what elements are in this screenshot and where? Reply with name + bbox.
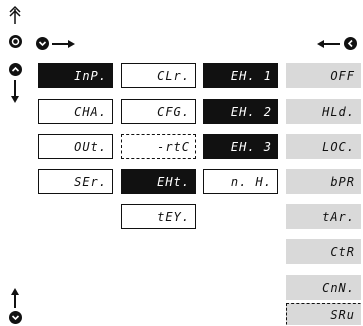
option-ctr[interactable]: CtR	[286, 239, 361, 264]
menu-item-key[interactable]: tEY.	[121, 204, 196, 229]
menu-item-cfg[interactable]: CFG.	[121, 99, 196, 124]
menu-item-nh[interactable]: n. H.	[203, 169, 278, 194]
option-loc[interactable]: LOC.	[286, 134, 361, 159]
menu-item-inp[interactable]: InP.	[38, 63, 113, 88]
double-up-arrow-icon	[9, 5, 21, 25]
menu-item-clr[interactable]: CLr.	[121, 63, 196, 88]
menu-item-ext-2[interactable]: EH. 2	[203, 99, 278, 124]
left-arrow-icon	[317, 39, 341, 49]
right-arrow-icon	[52, 39, 76, 49]
menu-item-ser[interactable]: SEr.	[38, 169, 113, 194]
menu-item-rtc[interactable]: -rtC	[121, 134, 196, 159]
up-down-icon[interactable]	[9, 63, 22, 76]
menu-item-ext-1[interactable]: EH. 1	[203, 63, 278, 88]
down-circle-icon[interactable]	[36, 37, 49, 50]
menu-item-out[interactable]: OUt.	[38, 134, 113, 159]
down-arrow-icon	[11, 80, 20, 104]
option-sav[interactable]: SRu	[286, 303, 361, 325]
menu-item-ext[interactable]: EHt.	[121, 169, 196, 194]
option-bpa[interactable]: bPR	[286, 169, 361, 194]
enter-circle-icon[interactable]	[9, 35, 22, 48]
option-cnn[interactable]: CnN.	[286, 275, 361, 300]
option-off[interactable]: OFF	[286, 63, 361, 88]
bottom-circle-icon[interactable]	[9, 311, 22, 324]
up-circle-icon[interactable]	[344, 37, 357, 50]
up-arrow-icon	[11, 288, 20, 310]
menu-item-cha[interactable]: CHA.	[38, 99, 113, 124]
menu-item-ext-3[interactable]: EH. 3	[203, 134, 278, 159]
option-tar[interactable]: tAr.	[286, 204, 361, 229]
option-hld[interactable]: HLd.	[286, 99, 361, 124]
